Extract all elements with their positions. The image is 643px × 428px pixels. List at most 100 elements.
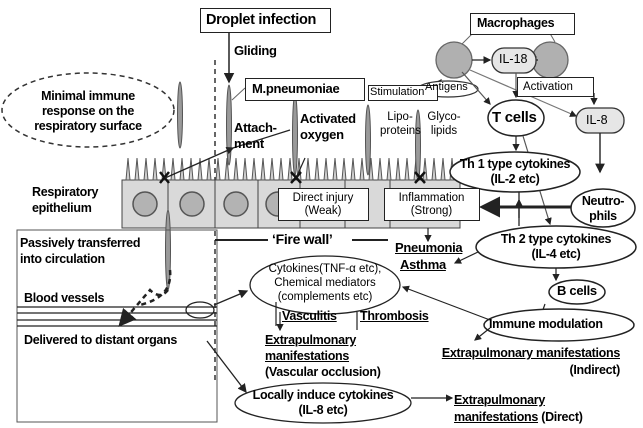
b-cells-label: B cells (557, 283, 597, 298)
cilium (341, 157, 347, 181)
cilium (125, 157, 131, 181)
line: lipids (430, 125, 458, 137)
line: Cytokines(TNF-α etc), (268, 263, 382, 275)
cilium (404, 157, 410, 181)
t-cells-label: T cells (492, 109, 537, 126)
cilium (206, 157, 212, 181)
line: response on the (41, 104, 135, 118)
cilium (251, 157, 257, 181)
cilium (179, 157, 185, 181)
blood-vessels-label: Blood vessels (24, 291, 105, 305)
activated-oxygen-label: Activated oxygen (300, 111, 356, 143)
th1-cytokines-label: Th 1 type cytokines (IL-2 etc) (450, 157, 580, 187)
activation-box: Activation (517, 77, 594, 97)
cilium (233, 157, 239, 181)
line: Glyco- (427, 111, 461, 123)
line: Th 2 type cytokines (500, 232, 612, 246)
cilium (242, 157, 248, 181)
cilium (332, 157, 338, 181)
line: (Vascular occlusion) (265, 365, 381, 379)
line: Locally induce cytokines (252, 388, 394, 402)
vasculitis-label: Vasculitis (282, 309, 337, 323)
cilium (215, 157, 221, 181)
pneumonia-label: Pneumonia (395, 240, 463, 255)
x-marks (159, 171, 426, 184)
line: Extrapulmonary (454, 393, 545, 407)
extrapulmonary-direct-label: Extrapulmonary manifestations (Direct) (454, 392, 583, 426)
il18-label: IL-18 (499, 52, 528, 66)
line: Th 1 type cytokines (459, 157, 571, 171)
line: Minimal immune (41, 89, 135, 103)
line: Respiratory (32, 185, 99, 199)
delivered-to-distant-organs-label: Delivered to distant organs (24, 333, 178, 347)
cilium (350, 157, 356, 181)
m-pneumoniae-label: M.pneumoniae (252, 81, 340, 96)
direct-injury-label: Direct injury (Weak) (279, 192, 367, 218)
asthma-label: Asthma (400, 257, 446, 272)
cilium (287, 157, 293, 181)
cilium (440, 157, 446, 181)
cilium (269, 157, 275, 181)
line: (Strong) (410, 205, 453, 217)
line: epithelium (32, 201, 92, 215)
cilium (152, 157, 158, 181)
line: (Direct) (541, 410, 583, 424)
nucleus (223, 191, 249, 217)
fire-wall-label: ‘Fire wall’ (272, 231, 333, 247)
extrapulmonary-vascular-label: Extrapulmonary manifestations (Vascular … (265, 332, 381, 380)
line: phils (589, 209, 617, 223)
line: Neutro- (581, 194, 625, 208)
macrophages-label: Macrophages (477, 16, 555, 30)
lipoproteins-label: Lipo- proteins (380, 110, 421, 138)
cytokines-mediators-label: Cytokines(TNF-α etc), Chemical mediators… (255, 262, 395, 304)
line: Lipo- (387, 111, 413, 123)
cilium (188, 157, 194, 181)
line: Activated (300, 111, 356, 126)
cilium (134, 157, 140, 181)
droplet-infection-label: Droplet infection (206, 12, 317, 28)
cilium (386, 157, 392, 181)
neutrophils-label: Neutro- phils (573, 194, 633, 224)
direct-injury-box: Direct injury (Weak) (278, 188, 369, 221)
cilium (431, 157, 437, 181)
cilium (395, 157, 401, 181)
extrapulmonary-indirect-label: Extrapulmonary manifestations (Indirect) (410, 345, 620, 379)
line: (complements etc) (277, 291, 373, 303)
cilia (125, 157, 455, 181)
line: Attach- (234, 120, 277, 135)
line: into circulation (20, 252, 105, 266)
nucleus (132, 191, 158, 217)
line: Direct injury (292, 192, 354, 204)
line: (Indirect) (569, 363, 621, 377)
minimal-response-ellipse (1, 72, 175, 148)
line: respiratory surface (34, 119, 142, 133)
line: (IL-8 etc) (298, 403, 348, 417)
line: proteins (380, 125, 421, 137)
m-pneumoniae-box: M.pneumoniae (245, 78, 365, 101)
cilium (314, 157, 320, 181)
line: manifestations (454, 410, 539, 424)
cilium (170, 157, 176, 181)
antigens-label: Antigens (425, 81, 468, 93)
cilium (197, 157, 203, 181)
thrombosis-label: Thrombosis (360, 309, 429, 323)
line: Chemical mediators (274, 277, 376, 289)
cilium (278, 157, 284, 181)
respiratory-epithelium-label: Respiratory epithelium (32, 184, 98, 216)
stimulation-label: Stimulation (370, 86, 425, 98)
line: ment (234, 136, 264, 151)
stimulation-box: Stimulation (368, 85, 438, 101)
line: Passively transferred (20, 236, 141, 250)
attachment-label: Attach- ment (234, 120, 277, 152)
line: (IL-2 etc) (490, 172, 540, 186)
line: Extrapulmonary manifestations (441, 346, 620, 360)
th2-cytokines-label: Th 2 type cytokines (IL-4 etc) (478, 232, 634, 262)
cilium (377, 157, 383, 181)
nucleus (179, 191, 205, 217)
passively-transferred-label: Passively transferred into circulation (20, 235, 140, 267)
il8-label: IL-8 (586, 113, 608, 127)
line: Extrapulmonary (265, 333, 356, 347)
cilium (143, 157, 149, 181)
line: manifestations (265, 349, 350, 363)
